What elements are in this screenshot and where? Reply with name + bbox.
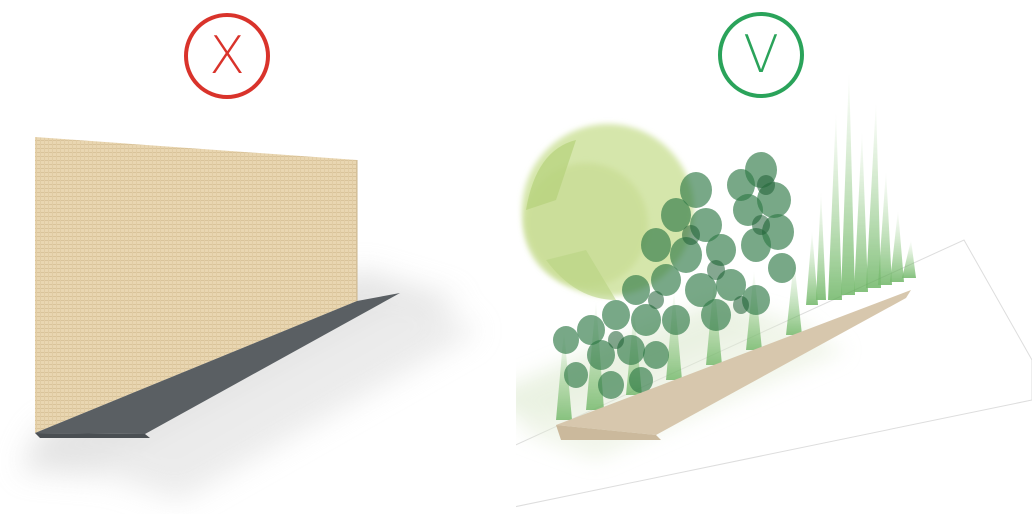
tall-grasses [806, 70, 916, 305]
bare-wall-illustration [0, 0, 516, 514]
incorrect-example-panel: X [0, 0, 516, 514]
planted-screen-illustration [516, 0, 1032, 514]
correct-example-panel: V [516, 0, 1032, 514]
